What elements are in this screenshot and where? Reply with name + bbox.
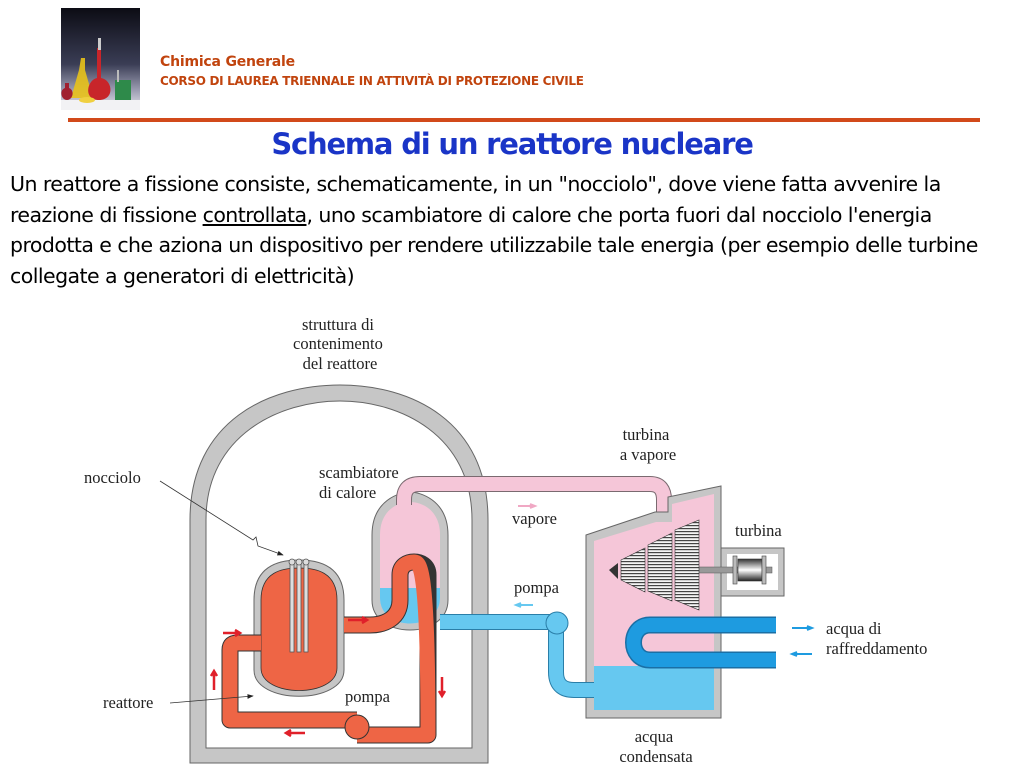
paragraph-text-1: Un reattore a fissione consiste, schemat… <box>10 172 941 227</box>
core-leader-line <box>159 480 284 556</box>
label-steam-turbine: turbina a vapore <box>620 425 676 464</box>
label-primary-pump: pompa <box>345 687 391 706</box>
cooling-water-tube <box>625 616 776 669</box>
reactor-vessel <box>253 558 345 697</box>
course-title: Chimica Generale <box>160 54 295 70</box>
slide-paragraph: Un reattore a fissione consiste, schemat… <box>10 169 1020 291</box>
steam-pipe <box>396 476 672 522</box>
header-divider <box>68 118 980 122</box>
primary-coolant-loop <box>221 553 437 744</box>
course-subtitle: CORSO DI LAUREA TRIENNALE IN ATTIVITÀ DI… <box>160 74 584 88</box>
label-cooling-water: acqua di raffreddamento <box>826 619 927 658</box>
feedwater-pipe <box>440 611 594 698</box>
label-condensate: acqua condensata <box>619 727 693 766</box>
label-core: nocciolo <box>84 468 141 487</box>
label-containment: struttura di contenimento del reattore <box>293 315 387 373</box>
slide-title: Schema di un reattore nucleare <box>271 127 754 161</box>
paragraph-underlined-word: controllata <box>202 202 307 227</box>
label-steam: vapore <box>512 509 557 528</box>
chemistry-logo <box>61 8 140 110</box>
reactor-diagram: struttura di contenimento del reattore s… <box>84 315 927 766</box>
paragraph-text-2: , uno scambiatore di calore che porta fu… <box>10 202 978 288</box>
label-heat-exchanger: scambiatore di calore <box>319 463 403 502</box>
label-turbine: turbina <box>735 521 782 540</box>
label-secondary-pump: pompa <box>514 578 560 597</box>
flow-arrows <box>209 503 815 738</box>
label-reactor: reattore <box>103 693 153 712</box>
reactor-leader-line <box>169 694 254 704</box>
